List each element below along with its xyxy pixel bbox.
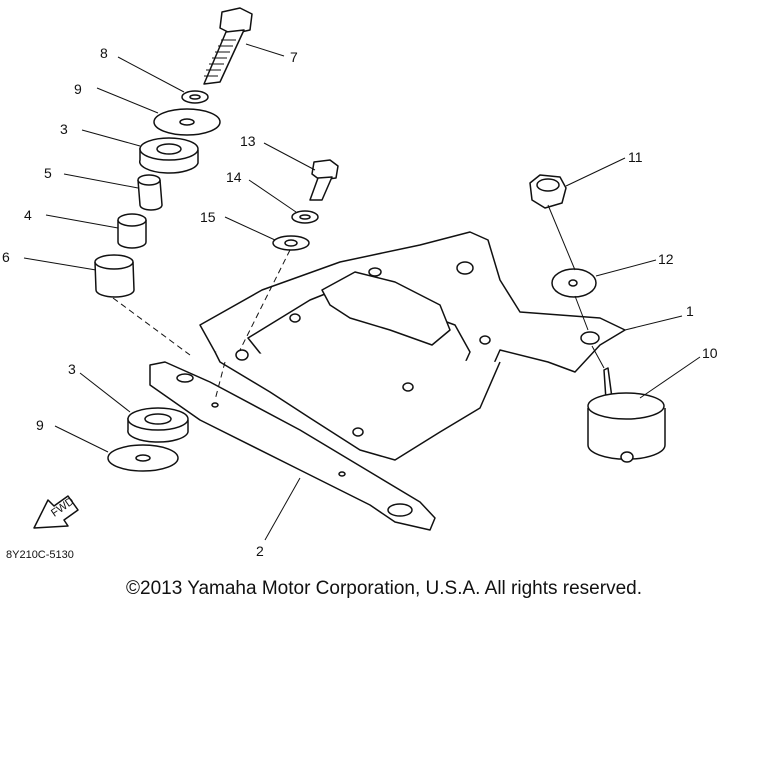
callout-14: 14 [226, 169, 242, 185]
bolt-small [309, 159, 339, 201]
bolt-large [203, 7, 253, 85]
callout-labels: 1 2 3 3 4 5 6 7 8 9 9 10 11 12 13 14 15 [2, 45, 718, 559]
exploded-parts-diagram: FWD 1 2 3 3 4 5 6 7 8 9 9 10 11 12 13 14… [2, 7, 718, 560]
callout-6: 6 [2, 249, 10, 265]
callout-4: 4 [24, 207, 32, 223]
callout-9-upper: 9 [74, 81, 82, 97]
rubber-mount-3-lower [127, 407, 189, 443]
leader-lines [23, 43, 701, 541]
callout-3-upper: 3 [60, 121, 68, 137]
callout-2: 2 [256, 543, 264, 559]
part-code: 8Y210C-5130 [6, 549, 74, 560]
callout-7: 7 [290, 49, 298, 65]
collar-5 [137, 174, 163, 211]
callout-11: 11 [628, 149, 643, 165]
washer-14 [291, 210, 319, 224]
callout-9-lower: 9 [36, 417, 44, 433]
collar-4 [117, 213, 147, 249]
washer-9-lower [107, 444, 179, 472]
lower-rail [149, 361, 436, 531]
fwd-arrow-icon: FWD [33, 495, 79, 529]
damper-10 [587, 367, 666, 463]
nut-11 [529, 174, 567, 209]
callout-13: 13 [240, 133, 256, 149]
alignment-lines [112, 204, 605, 401]
washer-12 [551, 268, 597, 298]
washer-15 [272, 235, 310, 251]
main-bracket [199, 231, 626, 461]
rubber-mount-3-upper [139, 137, 199, 174]
callout-10: 10 [702, 345, 718, 361]
nut-8 [181, 90, 209, 104]
collar-6 [94, 254, 135, 298]
callout-5: 5 [44, 165, 52, 181]
callout-3-lower: 3 [68, 361, 76, 377]
callout-8: 8 [100, 45, 108, 61]
washer-9-upper [153, 108, 221, 136]
callout-1: 1 [686, 303, 694, 319]
callout-15: 15 [200, 209, 216, 225]
copyright-notice: ©2013 Yamaha Motor Corporation, U.S.A. A… [126, 578, 642, 599]
callout-12: 12 [658, 251, 674, 267]
